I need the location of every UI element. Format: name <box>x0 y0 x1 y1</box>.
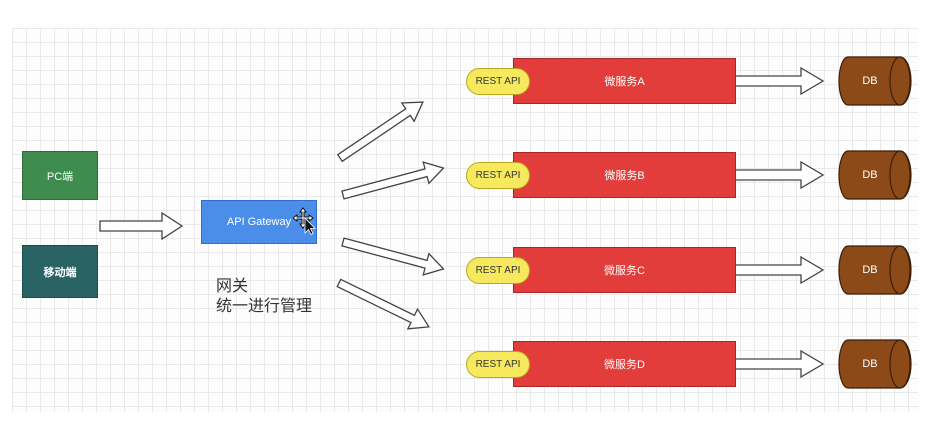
client-mobile[interactable]: 移动端 <box>22 245 98 298</box>
diagram-canvas <box>12 28 918 412</box>
api-gateway[interactable]: API Gateway <box>201 200 317 244</box>
gateway-note: 网关 统一进行管理 <box>216 277 312 317</box>
rest-api-a[interactable]: REST API <box>466 68 530 95</box>
database-icon <box>838 245 912 295</box>
arrow-clients-to-gateway <box>99 211 184 241</box>
move-cursor-icon <box>293 207 316 235</box>
db-a[interactable]: DB <box>838 56 912 106</box>
service-b[interactable]: 微服务B <box>513 152 736 198</box>
database-icon <box>838 339 912 389</box>
database-icon <box>838 56 912 106</box>
db-d[interactable]: DB <box>838 339 912 389</box>
service-d[interactable]: 微服务D <box>513 341 736 387</box>
arrow-gateway-to-service-c <box>341 237 445 276</box>
db-b-label: DB <box>862 169 878 181</box>
db-c-label: DB <box>862 264 878 276</box>
db-c[interactable]: DB <box>838 245 912 295</box>
client-pc[interactable]: PC端 <box>22 151 98 200</box>
service-c[interactable]: 微服务C <box>513 247 736 293</box>
arrow-gateway-to-service-b <box>341 161 445 200</box>
arrow-gateway-to-service-a <box>336 101 424 163</box>
arrow-gateway-to-service-d <box>336 278 430 330</box>
service-a[interactable]: 微服务A <box>513 58 736 104</box>
rest-api-b[interactable]: REST API <box>466 162 530 189</box>
db-d-label: DB <box>862 358 878 370</box>
database-icon <box>838 150 912 200</box>
gateway-note-line2: 统一进行管理 <box>216 298 313 315</box>
gateway-note-line1: 网关 <box>216 278 249 295</box>
rest-api-c[interactable]: REST API <box>466 257 530 284</box>
rest-api-d[interactable]: REST API <box>466 351 530 378</box>
db-b[interactable]: DB <box>838 150 912 200</box>
db-a-label: DB <box>862 75 878 87</box>
